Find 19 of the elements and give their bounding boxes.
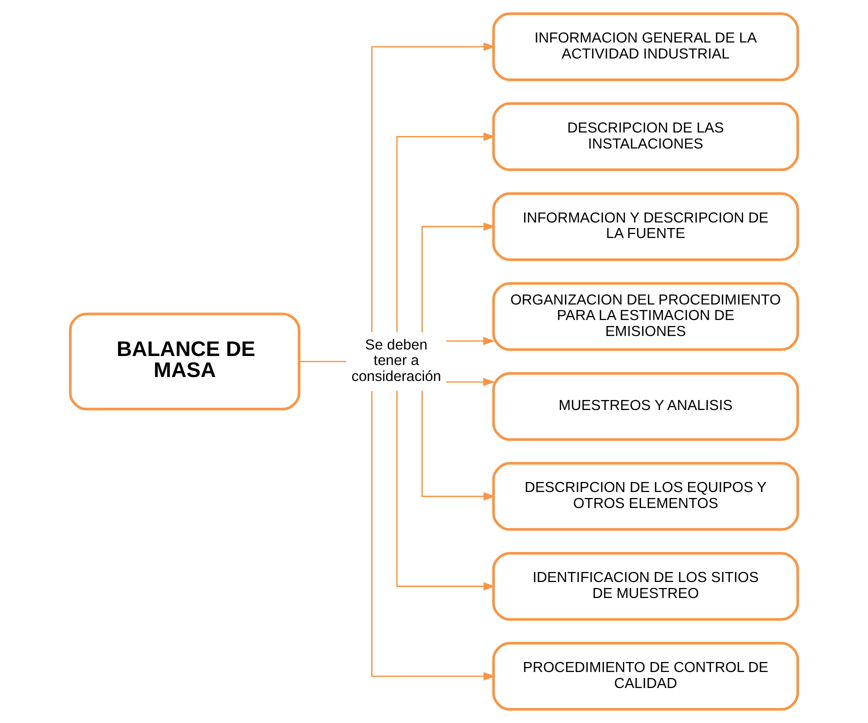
arrow (371, 391, 496, 680)
arrow (421, 222, 496, 332)
arrow (446, 378, 496, 386)
node-box: PROCEDIMIENTO DE CONTROL DE CALIDAD (492, 642, 800, 711)
node-box: BALANCE DE MASA (68, 312, 300, 410)
node-box: IDENTIFICACION DE LOS SITIOS DE MUESTREO (492, 552, 800, 621)
arrow (446, 336, 496, 346)
arrow (421, 390, 496, 501)
node-box: MUESTREOS Y ANALISIS (492, 372, 800, 441)
node-box: INFORMACION Y DESCRIPCION DE LA FUENTE (492, 192, 800, 261)
node-box: ORGANIZACION DEL PROCEDIMIENTO PARA LA ESTIMACION DE EMISIONES (492, 282, 800, 351)
arrow (396, 132, 496, 332)
arrow (371, 42, 496, 332)
node-text: Se deben tener a consideración (351, 337, 442, 386)
node-box: DESCRIPCION DE LAS INSTALACIONES (492, 102, 800, 172)
connector (299, 360, 346, 362)
node-box: INFORMACION GENERAL DE LA ACTIVIDAD INDUSTRIAL (492, 12, 800, 82)
arrow (396, 390, 496, 591)
node-box: DESCRIPCION DE LOS EQUIPOS Y OTROS ELEMENTOS (492, 462, 800, 531)
